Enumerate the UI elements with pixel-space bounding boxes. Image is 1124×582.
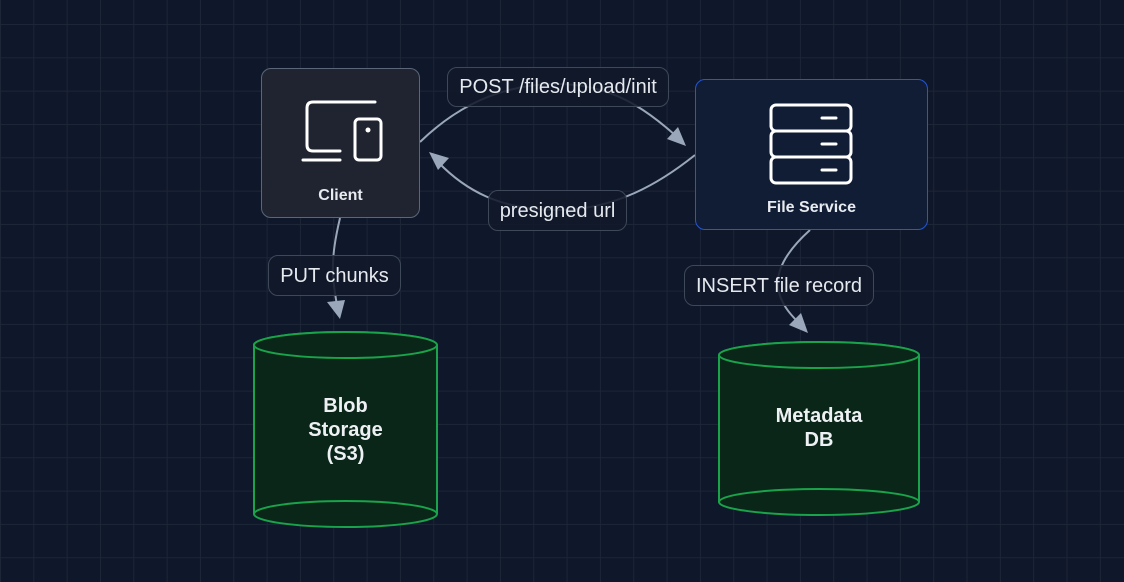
edge-label-put-chunks[interactable]: PUT chunks (268, 255, 401, 296)
client-node[interactable]: Client (261, 68, 420, 218)
edge-label-insert-record[interactable]: INSERT file record (684, 265, 874, 306)
client-label: Client (318, 187, 363, 204)
server-icon (769, 103, 853, 185)
metadata-db-label: Metadata DB (775, 405, 863, 451)
blob-storage-bottom-rim (253, 500, 438, 515)
devices-icon (301, 100, 383, 162)
arrowhead-client-to-blob (327, 300, 345, 319)
arrowhead-service-to-db (789, 313, 808, 333)
metadata-db-top (718, 341, 920, 369)
blob-storage-top (253, 331, 438, 359)
file-service-node[interactable]: File Service (695, 79, 928, 230)
arrowhead-service-to-client (429, 152, 449, 170)
file-service-label: File Service (767, 199, 856, 216)
edge-label-post-init[interactable]: POST /files/upload/init (447, 67, 669, 107)
metadata-db-bottom-rim (718, 488, 920, 503)
edge-label-presigned-url[interactable]: presigned url (488, 190, 627, 231)
blob-storage-label: Blob Storage (S3) (308, 395, 383, 465)
arrowhead-client-to-service (667, 127, 686, 146)
